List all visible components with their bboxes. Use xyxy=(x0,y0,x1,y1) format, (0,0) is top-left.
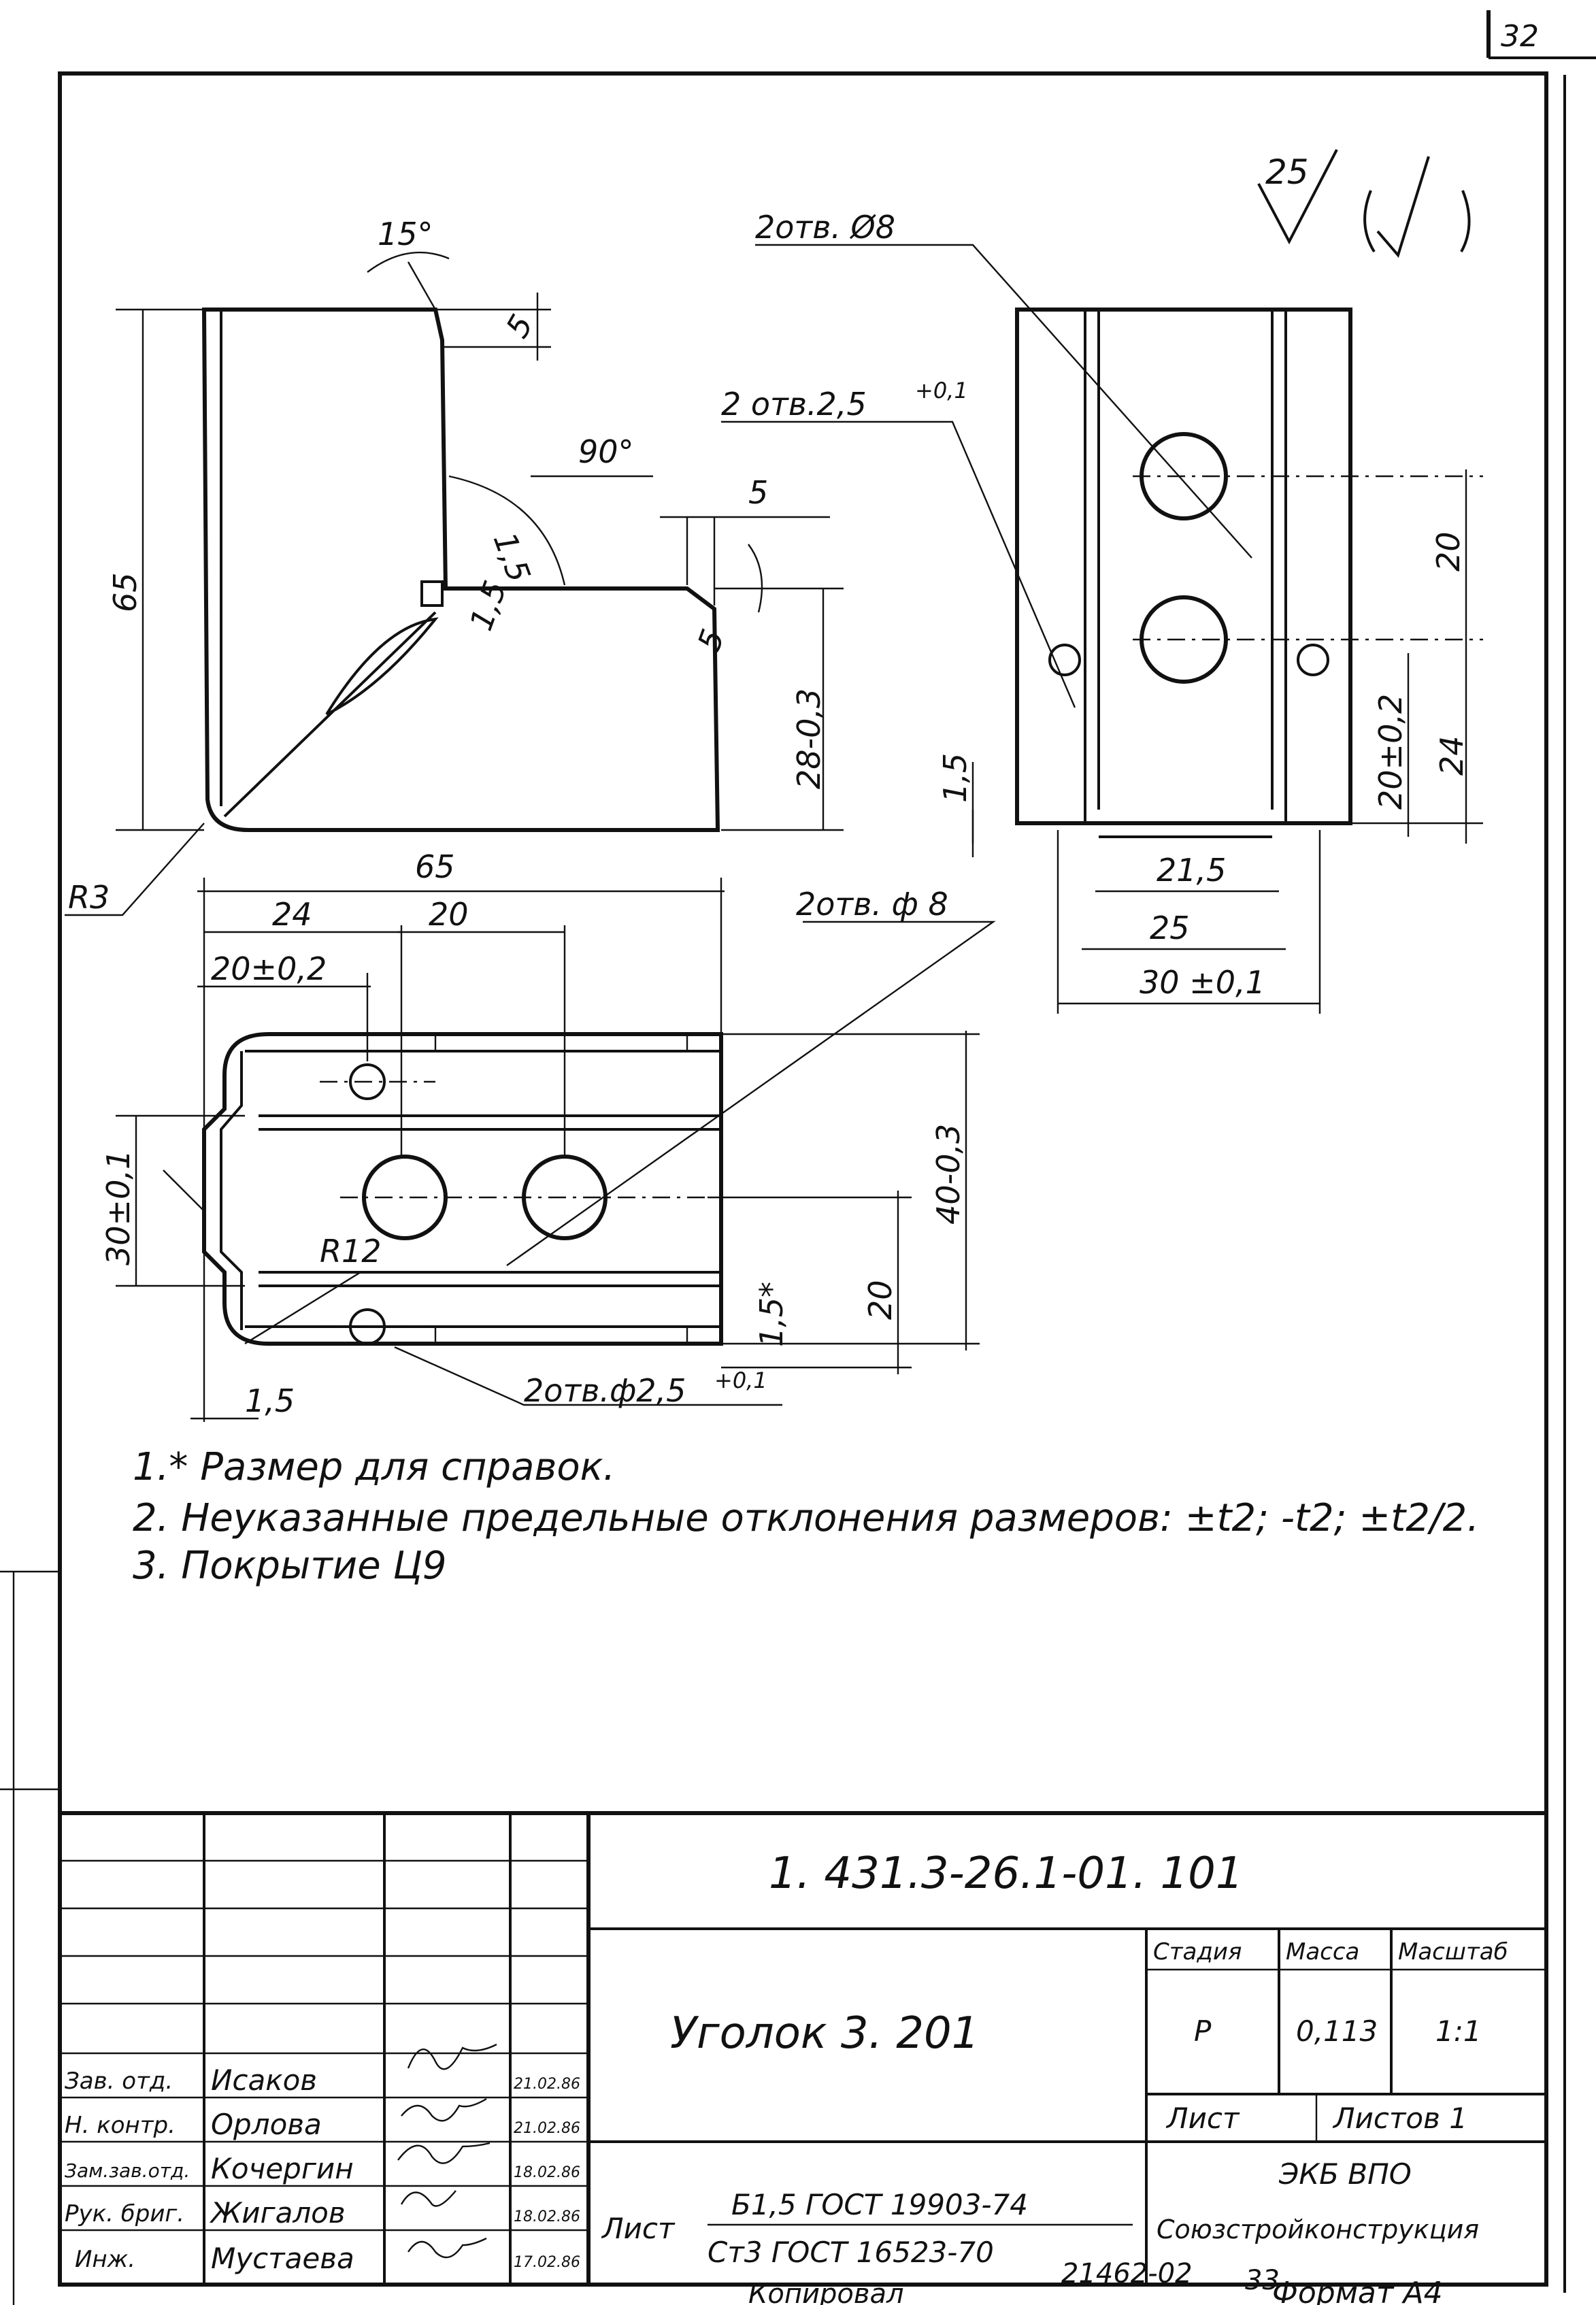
scale-value: 1:1 xyxy=(1435,2014,1482,2048)
end-hole-small-right xyxy=(1297,644,1329,676)
signature-1 xyxy=(407,2043,497,2070)
staff-date-5: 17.02.86 xyxy=(514,2254,580,2271)
staff-name-3: Кочергин xyxy=(211,2152,354,2185)
end-holes-small-tol: +0,1 xyxy=(915,378,968,403)
material-label: Лист xyxy=(601,2212,676,2245)
side-weld-a-label: 1,5 xyxy=(486,527,538,586)
plan-center-label: 20 xyxy=(862,1280,899,1320)
end-w-inner-label: 21,5 xyxy=(1157,852,1226,889)
plan-width-tol-label: 30±0,1 xyxy=(100,1150,137,1265)
plan-view xyxy=(116,878,996,1422)
mass-header: Масса xyxy=(1286,1938,1359,1966)
plan-thick-ref-label: 1,5* xyxy=(753,1282,790,1347)
end-hole-small-left xyxy=(1048,644,1081,676)
end-thickness-label: 1,5 xyxy=(937,753,974,803)
plan-pos-24-label: 24 xyxy=(272,896,312,933)
plan-hole-small-bottom xyxy=(349,1308,386,1345)
plan-holes-small-label: 2отв.ф2,5 xyxy=(524,1372,686,1409)
footer-copied: Копировал xyxy=(748,2278,904,2305)
roughness-symbol xyxy=(1257,149,1471,259)
side-inner-angle-label: 90° xyxy=(578,433,634,470)
side-height-low-label: 28-0,3 xyxy=(791,689,827,789)
side-angle-top-label: 15° xyxy=(378,216,433,252)
footer-page: 33 xyxy=(1245,2265,1280,2296)
staff-role-3: Зам.зав.отд. xyxy=(65,2159,190,2182)
staff-date-4: 18.02.86 xyxy=(514,2208,580,2225)
roughness-value: 25 xyxy=(1265,152,1309,192)
staff-role-1: Зав. отд. xyxy=(65,2068,173,2095)
staff-date-1: 21.02.86 xyxy=(514,2076,580,2093)
plan-hole-small-top xyxy=(349,1063,386,1100)
staff-role-2: Н. контр. xyxy=(65,2112,176,2139)
note-2: 2. Неуказанные предельные отклонения раз… xyxy=(133,1496,1479,1540)
footer-order: 21462-02 xyxy=(1061,2258,1193,2289)
side-chamfer-top-label: 5 xyxy=(499,308,540,344)
end-w-outer-label: 30 ±0,1 xyxy=(1140,964,1265,1001)
signature-5 xyxy=(408,2237,487,2259)
side-view-outline xyxy=(201,308,720,832)
part-name: Уголок 3. 201 xyxy=(670,2008,979,2059)
org-line-2: Союзстройконструкция xyxy=(1157,2215,1479,2244)
sheet-frame xyxy=(0,10,1596,2305)
end-w-mid-label: 25 xyxy=(1150,910,1190,946)
side-height-label: 65 xyxy=(107,572,144,612)
end-offset-tol-label: 20±0,2 xyxy=(1372,694,1409,810)
end-offset-label: 24 xyxy=(1433,735,1470,776)
sheet-label: Лист xyxy=(1165,2102,1240,2135)
side-chamfer-right-label: 5 xyxy=(691,625,732,656)
staff-role-5: Инж. xyxy=(75,2246,135,2273)
stage-value: Р xyxy=(1194,2014,1212,2048)
material-bottom: Ст3 ГОСТ 16523-70 xyxy=(708,2236,994,2269)
staff-name-1: Исаков xyxy=(211,2063,317,2097)
note-3: 3. Покрытие Ц9 xyxy=(133,1544,447,1588)
org-line-1: ЭКБ ВПО xyxy=(1278,2157,1412,2191)
plan-width-label: 40-0,3 xyxy=(930,1124,967,1225)
stage-header: Стадия xyxy=(1153,1938,1242,1966)
end-view xyxy=(721,244,1483,1014)
staff-date-3: 18.02.86 xyxy=(514,2164,580,2181)
staff-name-5: Мустаева xyxy=(211,2242,354,2275)
plan-radius-label: R12 xyxy=(320,1233,382,1270)
sheets-label: Листов 1 xyxy=(1332,2102,1467,2135)
side-step-label: 5 xyxy=(748,474,768,511)
plan-view-outline xyxy=(202,1032,723,1346)
plan-thickness-label: 1,5 xyxy=(245,1382,295,1419)
weld-seam xyxy=(223,611,439,818)
end-view-outline xyxy=(1015,308,1352,825)
footer-format: Формат А4 xyxy=(1272,2276,1443,2305)
material-top: Б1,5 ГОСТ 19903-74 xyxy=(731,2188,1028,2221)
side-radius-label: R3 xyxy=(68,879,110,916)
mass-value: 0,113 xyxy=(1296,2014,1378,2048)
title-block xyxy=(60,1811,1546,2285)
plan-pos-20-label: 20 xyxy=(429,896,469,933)
plan-length-label: 65 xyxy=(415,848,455,885)
end-holes-large-label: 2отв. Ø8 xyxy=(755,209,895,246)
designation: 1. 431.3-26.1-01. 101 xyxy=(769,1848,1244,1899)
plan-pos-tol-label: 20±0,2 xyxy=(211,950,327,987)
side-view xyxy=(65,251,844,916)
staff-name-4: Жигалов xyxy=(209,2196,346,2229)
plan-holes-large-label: 2отв. ф 8 xyxy=(796,886,948,923)
scale-header: Масштаб xyxy=(1398,1938,1508,1966)
end-holes-small-label: 2 отв.2,5 xyxy=(721,386,867,422)
signature-2 xyxy=(401,2097,487,2122)
page-number: 32 xyxy=(1501,19,1539,54)
plan-holes-small-tol: +0,1 xyxy=(714,1367,767,1393)
note-1: 1.* Размер для справок. xyxy=(133,1445,615,1489)
signature-3 xyxy=(397,2142,491,2164)
staff-name-2: Орлова xyxy=(211,2108,322,2141)
signature-4 xyxy=(400,2190,456,2207)
end-pitch-label: 20 xyxy=(1430,531,1467,571)
staff-date-2: 21.02.86 xyxy=(514,2120,580,2137)
staff-role-4: Рук. бриг. xyxy=(65,2200,184,2227)
